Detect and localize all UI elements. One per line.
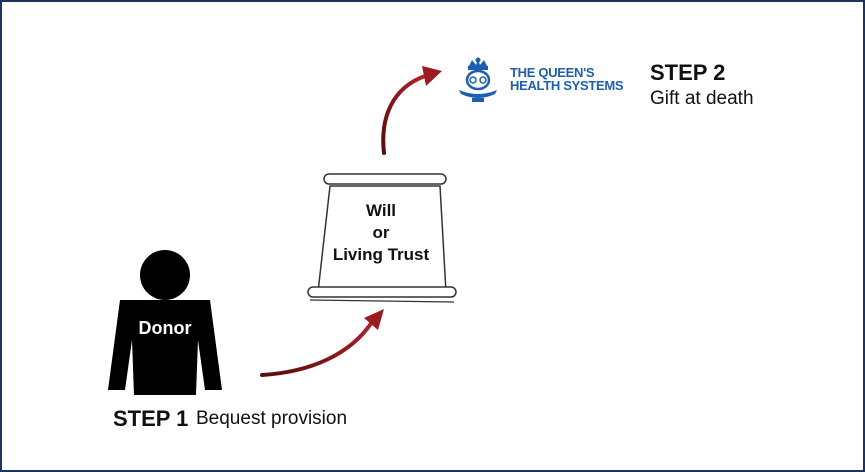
donor-label: Donor — [138, 318, 192, 338]
document-scroll — [307, 173, 457, 303]
step1-title: STEP 1 — [113, 406, 189, 431]
logo-wordmark: THE QUEEN'S HEALTH SYSTEMS — [510, 65, 624, 93]
queens-crest-icon — [459, 57, 497, 102]
arrow-donor-to-document — [260, 309, 384, 377]
logo-line-1: THE QUEEN'S — [510, 65, 595, 80]
donor-head — [140, 250, 190, 300]
step2-description: Gift at death — [650, 88, 754, 109]
document-line-living-trust: Living Trust — [332, 245, 430, 264]
donor-figure — [108, 250, 222, 395]
document-line-or: or — [372, 223, 390, 242]
document-line-will: Will — [365, 201, 397, 220]
document-text: Will or Living Trust — [318, 200, 444, 266]
step1-description: Bequest provision — [196, 408, 348, 429]
donor-body — [108, 300, 222, 395]
step2-title: STEP 2 — [650, 60, 726, 85]
arrow-document-to-logo — [381, 66, 442, 155]
scroll-bottom-roll — [307, 286, 457, 298]
scroll-top-roll — [323, 173, 447, 185]
logo-line-2: HEALTH SYSTEMS — [510, 78, 624, 93]
